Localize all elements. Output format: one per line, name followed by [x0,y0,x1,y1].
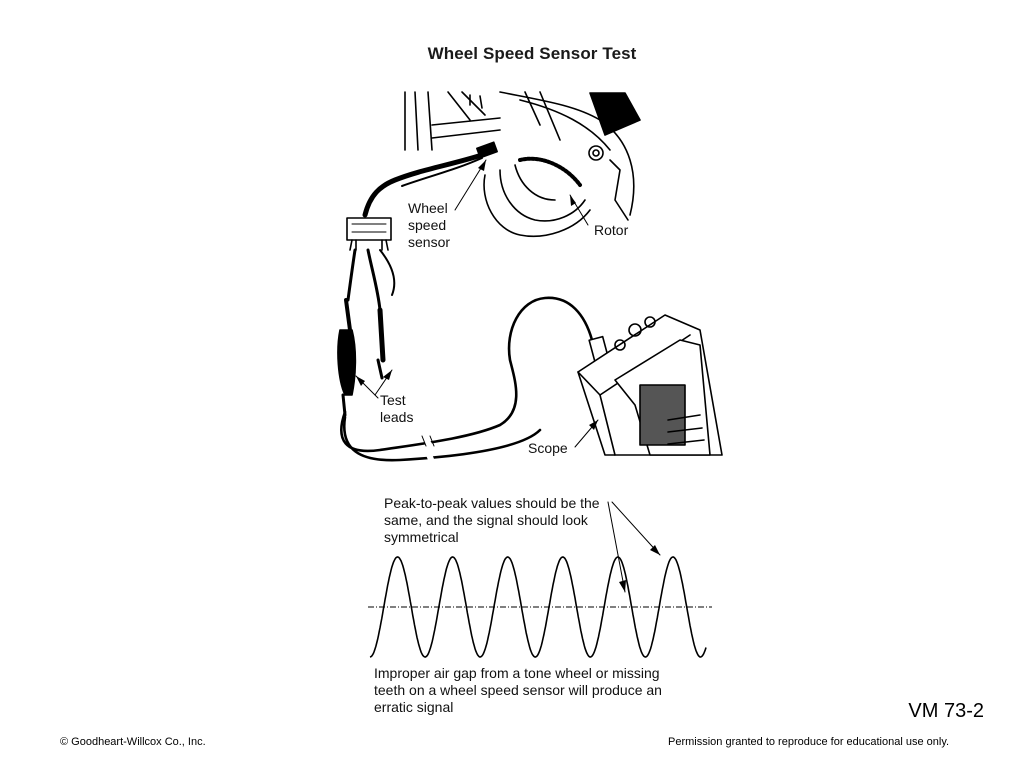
wheel-speed-sensor-label-line: speed [408,217,447,233]
wheel-speed-sensor-label-line: Wheel [408,200,448,216]
callout-arrowheads [356,160,660,592]
permission-notice: Permission granted to reproduce for educ… [668,736,950,748]
wheel-hub-drawing [404,91,641,238]
caption-line: Improper air gap from a tone wheel or mi… [374,665,660,681]
caption-line: Peak-to-peak values should be the [384,495,600,511]
scope-waveform [368,556,712,658]
test-leads-label-line: Test [380,392,406,408]
caption-line: symmetrical [384,529,459,545]
caption-line: teeth on a wheel speed sensor will produ… [374,682,662,698]
sensor-harness-drawing [337,141,610,465]
wheel-speed-sensor-label-line: sensor [408,234,451,250]
copyright-notice: © Goodheart-Willcox Co., Inc. [60,736,206,748]
scope-drawing [577,314,723,456]
scope-label: Scope [528,440,568,456]
caption-line: same, and the signal should look [384,512,588,528]
slide-number: VM 73-2 [908,700,984,722]
caption-line: erratic signal [374,699,454,715]
test-leads-label-line: leads [380,409,414,425]
page-title: Wheel Speed Sensor Test [427,44,637,63]
rotor-label: Rotor [594,222,629,238]
test-leads-label: Test leads [380,392,413,426]
air-gap-caption: Improper air gap from a tone wheel or mi… [374,665,662,716]
wheel-speed-sensor-label: Wheel speed sensor [408,200,450,251]
peak-to-peak-caption: Peak-to-peak values should be the same, … [384,495,600,546]
